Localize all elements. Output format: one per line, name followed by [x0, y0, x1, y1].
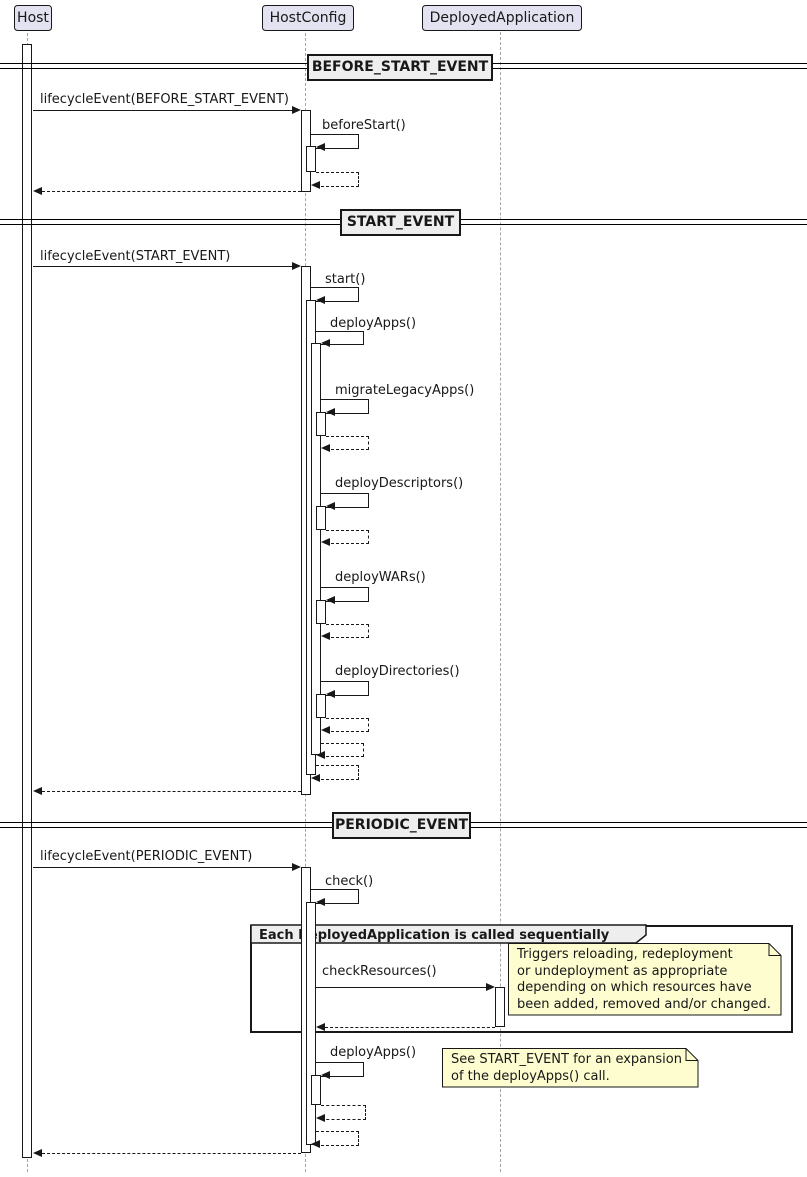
arrow-lifecycle-periodic	[33, 867, 292, 868]
divider-before-start-event: BEFORE_START_EVENT	[307, 54, 493, 81]
selfreturn-deploy-apps-2	[321, 1105, 366, 1120]
selfreturn-start	[316, 765, 359, 780]
selfcall-deploy-wars	[321, 587, 369, 602]
message-label-lifecycle-periodic: lifecycleEvent(PERIODIC_EVENT)	[40, 849, 253, 864]
arrowhead-return-check-resources	[316, 1023, 325, 1031]
activation-deploy-apps-2	[311, 1075, 321, 1105]
return-lifecycle-start	[42, 791, 301, 792]
activation-deploy-directories	[316, 694, 326, 718]
selfreturn-deploy-directories	[326, 718, 369, 732]
arrowhead-selfreturn-wars	[321, 632, 330, 640]
arrowhead-deploy-apps-2	[321, 1071, 330, 1079]
activation-host	[22, 44, 32, 1158]
message-label-lifecycle-start: lifecycleEvent(START_EVENT)	[40, 249, 231, 264]
activation-migrate-legacy-apps	[316, 412, 326, 436]
participant-hostconfig: HostConfig	[262, 5, 354, 31]
message-label-start: start()	[325, 272, 366, 287]
note-check-resources	[508, 943, 782, 1016]
arrowhead-lifecycle-start	[292, 262, 301, 270]
selfreturn-check	[316, 1131, 359, 1146]
selfcall-check	[311, 889, 359, 904]
message-label-deploy-wars: deployWARs()	[335, 570, 426, 585]
message-label-lifecycle-before: lifecycleEvent(BEFORE_START_EVENT)	[40, 92, 289, 107]
return-lifecycle-before	[42, 191, 301, 192]
arrowhead-check-resources	[486, 983, 495, 991]
group-label: Each DeployedApplication is called seque…	[259, 928, 610, 943]
arrowhead-return-periodic	[33, 1149, 42, 1157]
arrowhead-migrate-legacy-apps	[326, 408, 335, 416]
arrowhead-selfreturn-start	[311, 774, 320, 782]
selfreturn-before-start	[316, 172, 359, 187]
message-label-deploy-directories: deployDirectories()	[335, 664, 460, 679]
selfcall-deploy-apps-2	[316, 1062, 364, 1077]
divider-periodic-event: PERIODIC_EVENT	[332, 812, 471, 839]
activation-deploy-wars	[316, 600, 326, 624]
arrowhead-lifecycle-periodic	[292, 863, 301, 871]
arrowhead-selfreturn-deploy-apps	[316, 751, 325, 759]
lifeline-deployedapplication	[500, 32, 501, 1172]
group-header-pentagon	[250, 924, 647, 944]
arrowhead-deploy-descriptors	[326, 502, 335, 510]
selfcall-deploy-directories	[321, 681, 369, 696]
selfcall-deploy-descriptors	[321, 493, 369, 508]
arrowhead-selfreturn-directories	[321, 726, 330, 734]
arrow-check-resources	[316, 987, 486, 988]
arrowhead-selfreturn-deploy-apps-2	[316, 1114, 325, 1122]
participant-host: Host	[14, 5, 52, 31]
selfcall-before-start	[311, 134, 359, 149]
activation-before-l1	[306, 146, 316, 172]
arrowhead-check	[316, 898, 325, 906]
activation-deploy-descriptors	[316, 506, 326, 530]
note-deploy-apps-text: See START_EVENT for an expansion of the …	[451, 1052, 682, 1084]
return-check-resources	[325, 1027, 495, 1028]
selfreturn-deploy-apps	[321, 743, 364, 757]
arrow-lifecycle-before	[33, 110, 292, 111]
message-label-migrate-legacy-apps: migrateLegacyApps()	[335, 383, 475, 398]
selfcall-start	[311, 287, 359, 302]
arrowhead-deploy-wars	[326, 596, 335, 604]
message-label-check: check()	[325, 874, 374, 889]
message-label-deploy-apps: deployApps()	[330, 316, 417, 331]
arrowhead-return-start	[33, 787, 42, 795]
arrowhead-selfreturn-check	[311, 1140, 320, 1148]
message-label-before-start: beforeStart()	[322, 118, 406, 133]
arrowhead-deploy-directories	[326, 690, 335, 698]
activation-deployedapplication	[495, 987, 505, 1027]
return-lifecycle-periodic	[42, 1153, 301, 1154]
selfcall-deploy-apps	[316, 331, 364, 345]
arrowhead-lifecycle-before	[292, 106, 301, 114]
selfcall-migrate-legacy-apps	[321, 399, 369, 414]
arrowhead-start	[316, 296, 325, 304]
activation-periodic-l1	[306, 902, 316, 1145]
message-label-deploy-descriptors: deployDescriptors()	[335, 476, 464, 491]
arrowhead-return-before	[33, 187, 42, 195]
divider-start-event: START_EVENT	[340, 209, 461, 236]
selfreturn-deploy-descriptors	[326, 530, 369, 544]
arrowhead-selfreturn-descriptors	[321, 538, 330, 546]
arrowhead-selfreturn-before-start	[311, 181, 320, 189]
arrowhead-before-start	[316, 143, 325, 151]
note-check-resources-text: Triggers reloading, redeployment or unde…	[517, 947, 771, 1012]
selfreturn-migrate-legacy-apps	[326, 436, 369, 450]
arrow-lifecycle-start	[33, 266, 292, 267]
note-deploy-apps	[442, 1048, 699, 1088]
selfreturn-deploy-wars	[326, 624, 369, 638]
arrowhead-deploy-apps	[321, 339, 330, 347]
message-label-check-resources: checkResources()	[322, 964, 437, 979]
participant-deployedapplication: DeployedApplication	[422, 5, 582, 31]
arrowhead-selfreturn-migrate	[321, 444, 330, 452]
message-label-deploy-apps-2: deployApps()	[330, 1045, 417, 1060]
